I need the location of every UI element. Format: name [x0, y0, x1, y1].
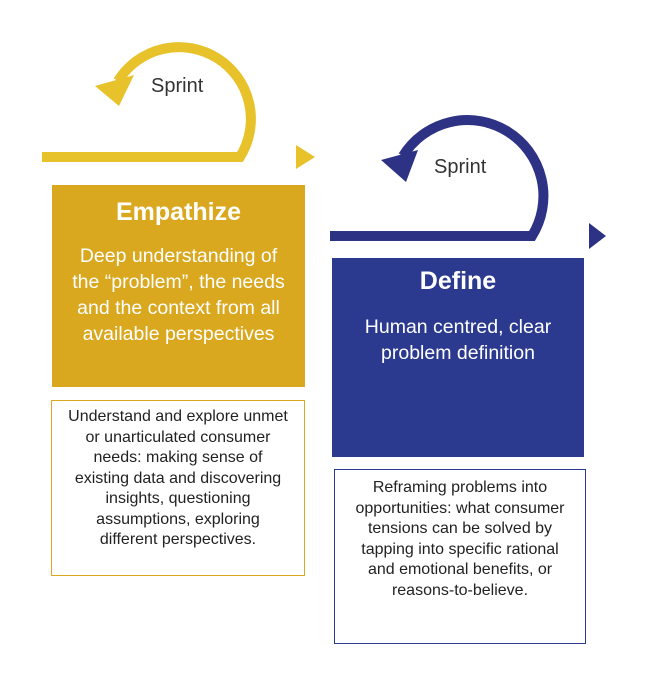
- empathize-body: Deep understanding of the “problem”, the…: [72, 245, 285, 345]
- empathize-description: Understand and explore unmet or unarticu…: [68, 408, 288, 548]
- empathize-sprint-arrow: [42, 42, 315, 169]
- define-description-box: Reframing problems into opportunities: w…: [334, 469, 586, 644]
- empathize-box: Empathize Deep understanding of the “pro…: [52, 185, 305, 387]
- empathize-title: Empathize: [115, 198, 242, 226]
- define-sprint-arrow: [330, 115, 606, 249]
- define-title: Define: [419, 267, 497, 295]
- define-description: Reframing problems into opportunities: w…: [355, 479, 565, 599]
- empathize-description-box: Understand and explore unmet or unarticu…: [51, 400, 305, 576]
- define-body: Human centred, clear problem definition: [364, 316, 552, 364]
- empathize-sprint-label: Sprint: [151, 75, 204, 97]
- define-sprint-label: Sprint: [434, 156, 487, 178]
- define-box: Define Human centred, clear problem defi…: [332, 258, 584, 457]
